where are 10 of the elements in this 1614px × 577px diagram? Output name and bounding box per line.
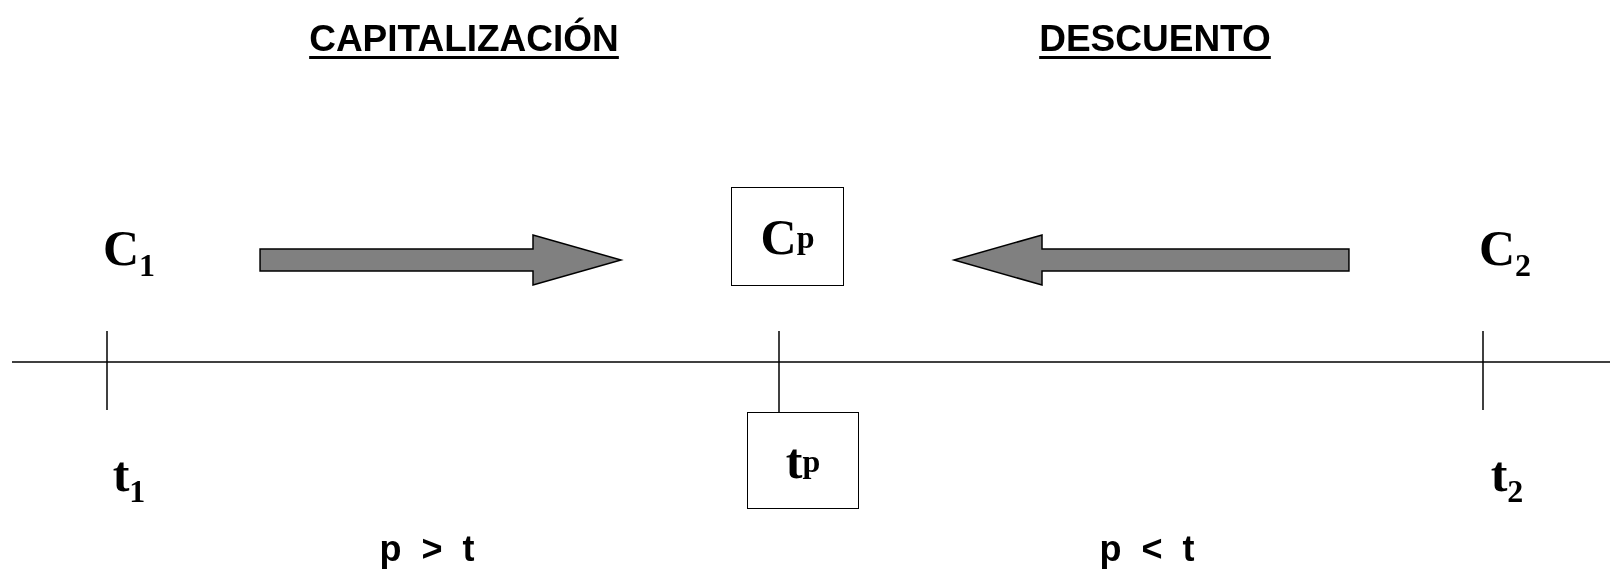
section-heading: DESCUENTO bbox=[1039, 18, 1271, 60]
capital-symbol: C$_{1}$ bbox=[102, 222, 156, 282]
capital-symbol: C$_{2}$ bbox=[1478, 222, 1532, 282]
block-arrow bbox=[951, 234, 1350, 286]
condition-text: p > t bbox=[379, 528, 475, 570]
block-arrow bbox=[259, 234, 624, 286]
time-symbol: t$_{1}$ bbox=[112, 448, 146, 508]
condition-text: p < t bbox=[1099, 528, 1195, 570]
time-symbol: t$_{2}$ bbox=[1490, 448, 1524, 508]
section-heading: CAPITALIZACIÓN bbox=[309, 18, 619, 60]
